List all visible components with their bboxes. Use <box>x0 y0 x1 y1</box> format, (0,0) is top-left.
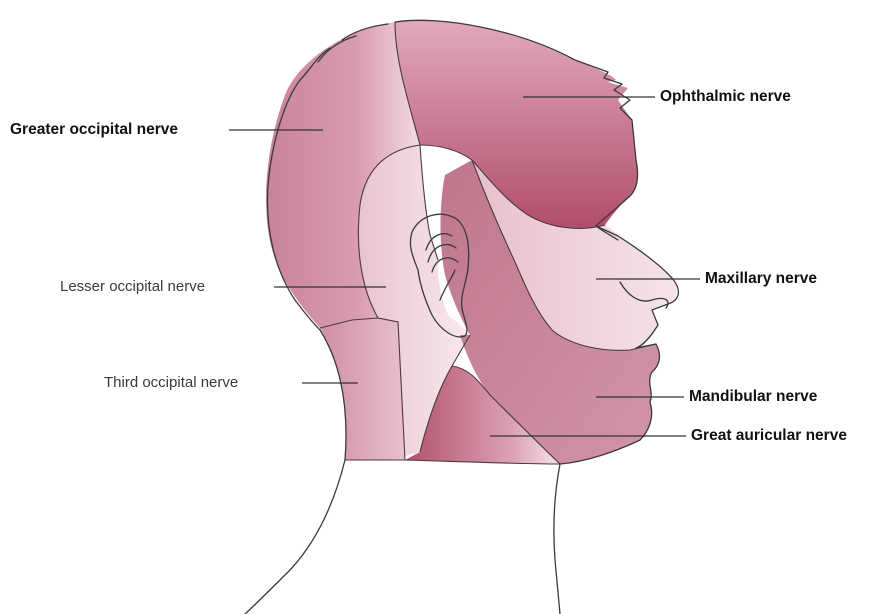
label-lesser-occipital-nerve: Lesser occipital nerve <box>60 279 205 294</box>
label-ophthalmic-nerve: Ophthalmic nerve <box>660 89 791 105</box>
label-greater-occipital-nerve: Greater occipital nerve <box>10 122 178 138</box>
neck-front <box>554 464 560 614</box>
third-occipital-region <box>320 318 405 460</box>
label-third-occipital-nerve: Third occipital nerve <box>104 375 238 390</box>
neck-back <box>245 460 345 614</box>
label-maxillary-nerve: Maxillary nerve <box>705 271 817 287</box>
ophthalmic-region <box>395 20 638 228</box>
label-mandibular-nerve: Mandibular nerve <box>689 389 817 405</box>
label-great-auricular-nerve: Great auricular nerve <box>691 428 847 444</box>
